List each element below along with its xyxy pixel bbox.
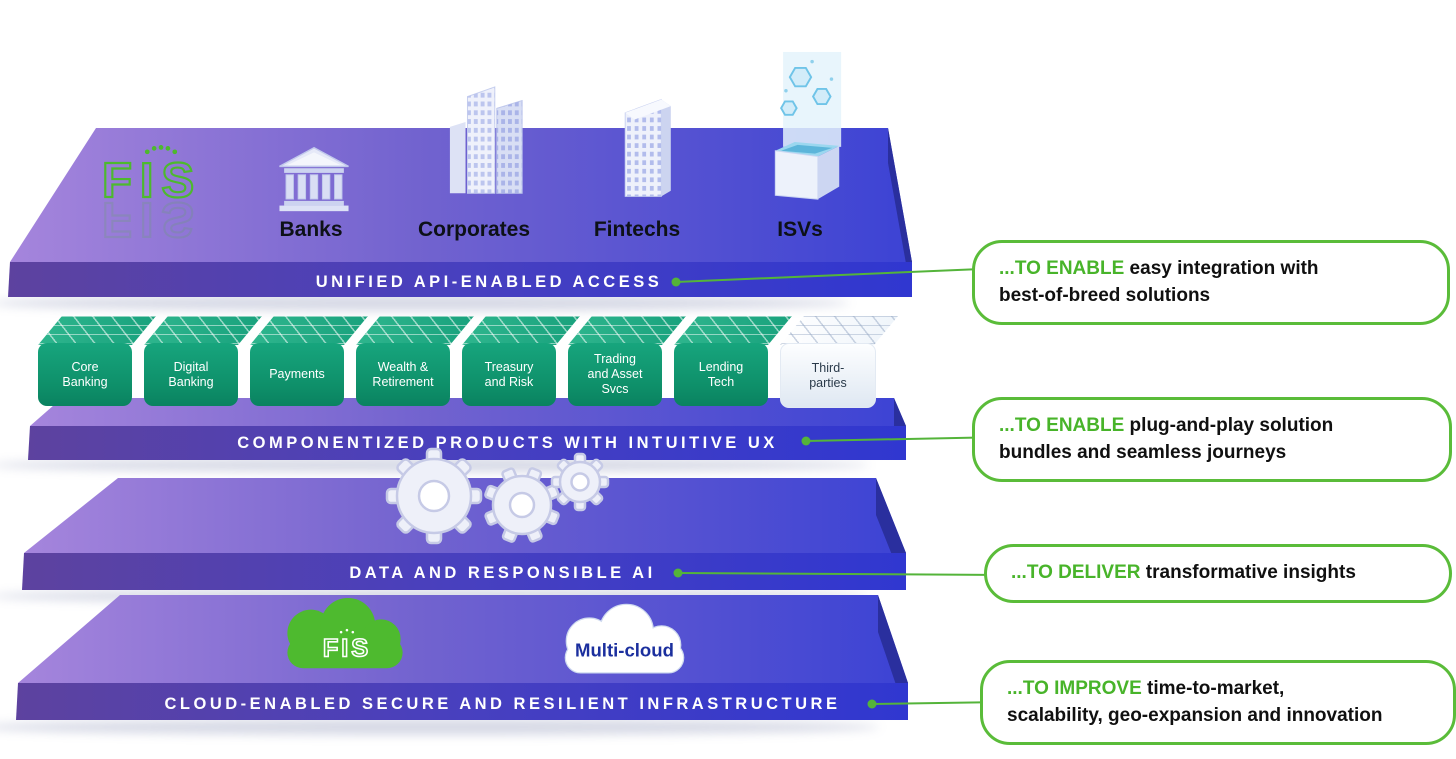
callout-enable-integration: ...TO ENABLE easy integration with best-…	[972, 240, 1450, 326]
fis-logo-reflection: FIS	[102, 192, 202, 246]
product-box-label: Treasury and Risk	[484, 359, 534, 389]
product-box-front: Lending Tech	[674, 343, 768, 406]
fis-logo-text: FIS	[102, 154, 202, 208]
product-box-third-parties: Third- parties	[780, 316, 898, 408]
connector-dots	[671, 277, 877, 709]
layer-label-componentized-products: COMPONENTIZED PRODUCTS WITH INTUITIVE UX	[237, 434, 778, 452]
product-box-label: Core Banking	[62, 359, 108, 389]
gears-icon	[385, 447, 610, 545]
product-box-label: Trading and Asset Svcs	[587, 352, 643, 396]
product-box-trading-asset-svcs: Trading and Asset Svcs	[568, 316, 686, 406]
isv-box-icon	[774, 51, 842, 200]
product-box-top	[250, 316, 368, 345]
channel-label-banks: Banks	[279, 218, 343, 241]
callout-lead: ...TO ENABLE	[999, 258, 1125, 279]
product-box-payments: Payments	[250, 316, 368, 406]
product-box-front: Core Banking	[38, 343, 132, 406]
slab-unified-api	[8, 128, 912, 297]
product-box-front: Third- parties	[780, 343, 876, 408]
layer-label-cloud-infrastructure: CLOUD-ENABLED SECURE AND RESILIENT INFRA…	[164, 695, 841, 713]
product-box-lending-tech: Lending Tech	[674, 316, 792, 406]
callout-improve-ttm: ...TO IMPROVE time-to-market, scalabilit…	[980, 660, 1456, 746]
fis-logo: FIS FIS	[101, 145, 202, 247]
product-box-top	[568, 316, 686, 345]
callout-connectors	[675, 267, 1006, 705]
layer-label-data-ai: DATA AND RESPONSIBLE AI	[349, 564, 656, 582]
slab-cloud-infrastructure	[16, 595, 908, 720]
product-box-top	[38, 316, 156, 345]
product-box-row: Core Banking Digital Banking Payments We…	[38, 316, 898, 408]
callout-text: transformative insights	[1140, 562, 1356, 583]
product-box-label: Lending Tech	[698, 359, 744, 389]
channel-label-isvs: ISVs	[777, 218, 823, 241]
product-box-front: Wealth & Retirement	[356, 343, 450, 406]
product-box-label: Digital Banking	[168, 359, 214, 389]
product-box-front: Payments	[250, 343, 344, 406]
product-box-top	[356, 316, 474, 345]
product-box-front: Treasury and Risk	[462, 343, 556, 406]
product-box-label: Third- parties	[809, 360, 847, 390]
callout-enable-bundles: ...TO ENABLE plug-and-play solution bund…	[972, 397, 1452, 483]
product-box-label: Payments	[269, 367, 325, 382]
product-box-top	[462, 316, 580, 345]
gear-medium	[484, 467, 560, 543]
callout-lead: ...TO ENABLE	[999, 415, 1125, 436]
fintech-building-icon	[624, 98, 671, 197]
product-box-label: Wealth & Retirement	[372, 359, 434, 389]
corporate-towers-icon	[449, 86, 523, 194]
product-box-front: Trading and Asset Svcs	[568, 343, 662, 406]
multi-cloud-icon: Multi-cloud	[564, 603, 685, 674]
product-box-top	[674, 316, 792, 345]
multi-cloud-label: Multi-cloud	[575, 640, 674, 661]
product-box-core-banking: Core Banking	[38, 316, 156, 406]
fis-cloud-label: FIS	[323, 635, 371, 663]
callout-text: time-to-market, scalability, geo-expansi…	[1007, 678, 1383, 726]
product-box-wealth-retirement: Wealth & Retirement	[356, 316, 474, 406]
callout-deliver-insights: ...TO DELIVER transformative insights	[984, 544, 1452, 603]
product-box-top	[144, 316, 262, 345]
fis-cloud-icon: FIS	[287, 597, 403, 669]
fis-logo-dots	[144, 145, 178, 155]
callout-lead: ...TO DELIVER	[1011, 562, 1141, 583]
gear-large	[385, 447, 483, 545]
channel-label-corporates: Corporates	[417, 218, 531, 241]
bank-building-icon	[279, 146, 349, 212]
gear-small	[550, 452, 610, 512]
product-box-digital-banking: Digital Banking	[144, 316, 262, 406]
callout-text: easy integration with best-of-breed solu…	[999, 258, 1319, 306]
callout-text: plug-and-play solution bundles and seaml…	[999, 415, 1334, 463]
channel-label-fintechs: Fintechs	[593, 218, 681, 241]
product-box-treasury-risk: Treasury and Risk	[462, 316, 580, 406]
fis-cloud-dots	[339, 628, 355, 634]
product-box-front: Digital Banking	[144, 343, 238, 406]
layer-label-unified-api: UNIFIED API-ENABLED ACCESS	[315, 273, 663, 291]
callout-lead: ...TO IMPROVE	[1007, 678, 1142, 699]
